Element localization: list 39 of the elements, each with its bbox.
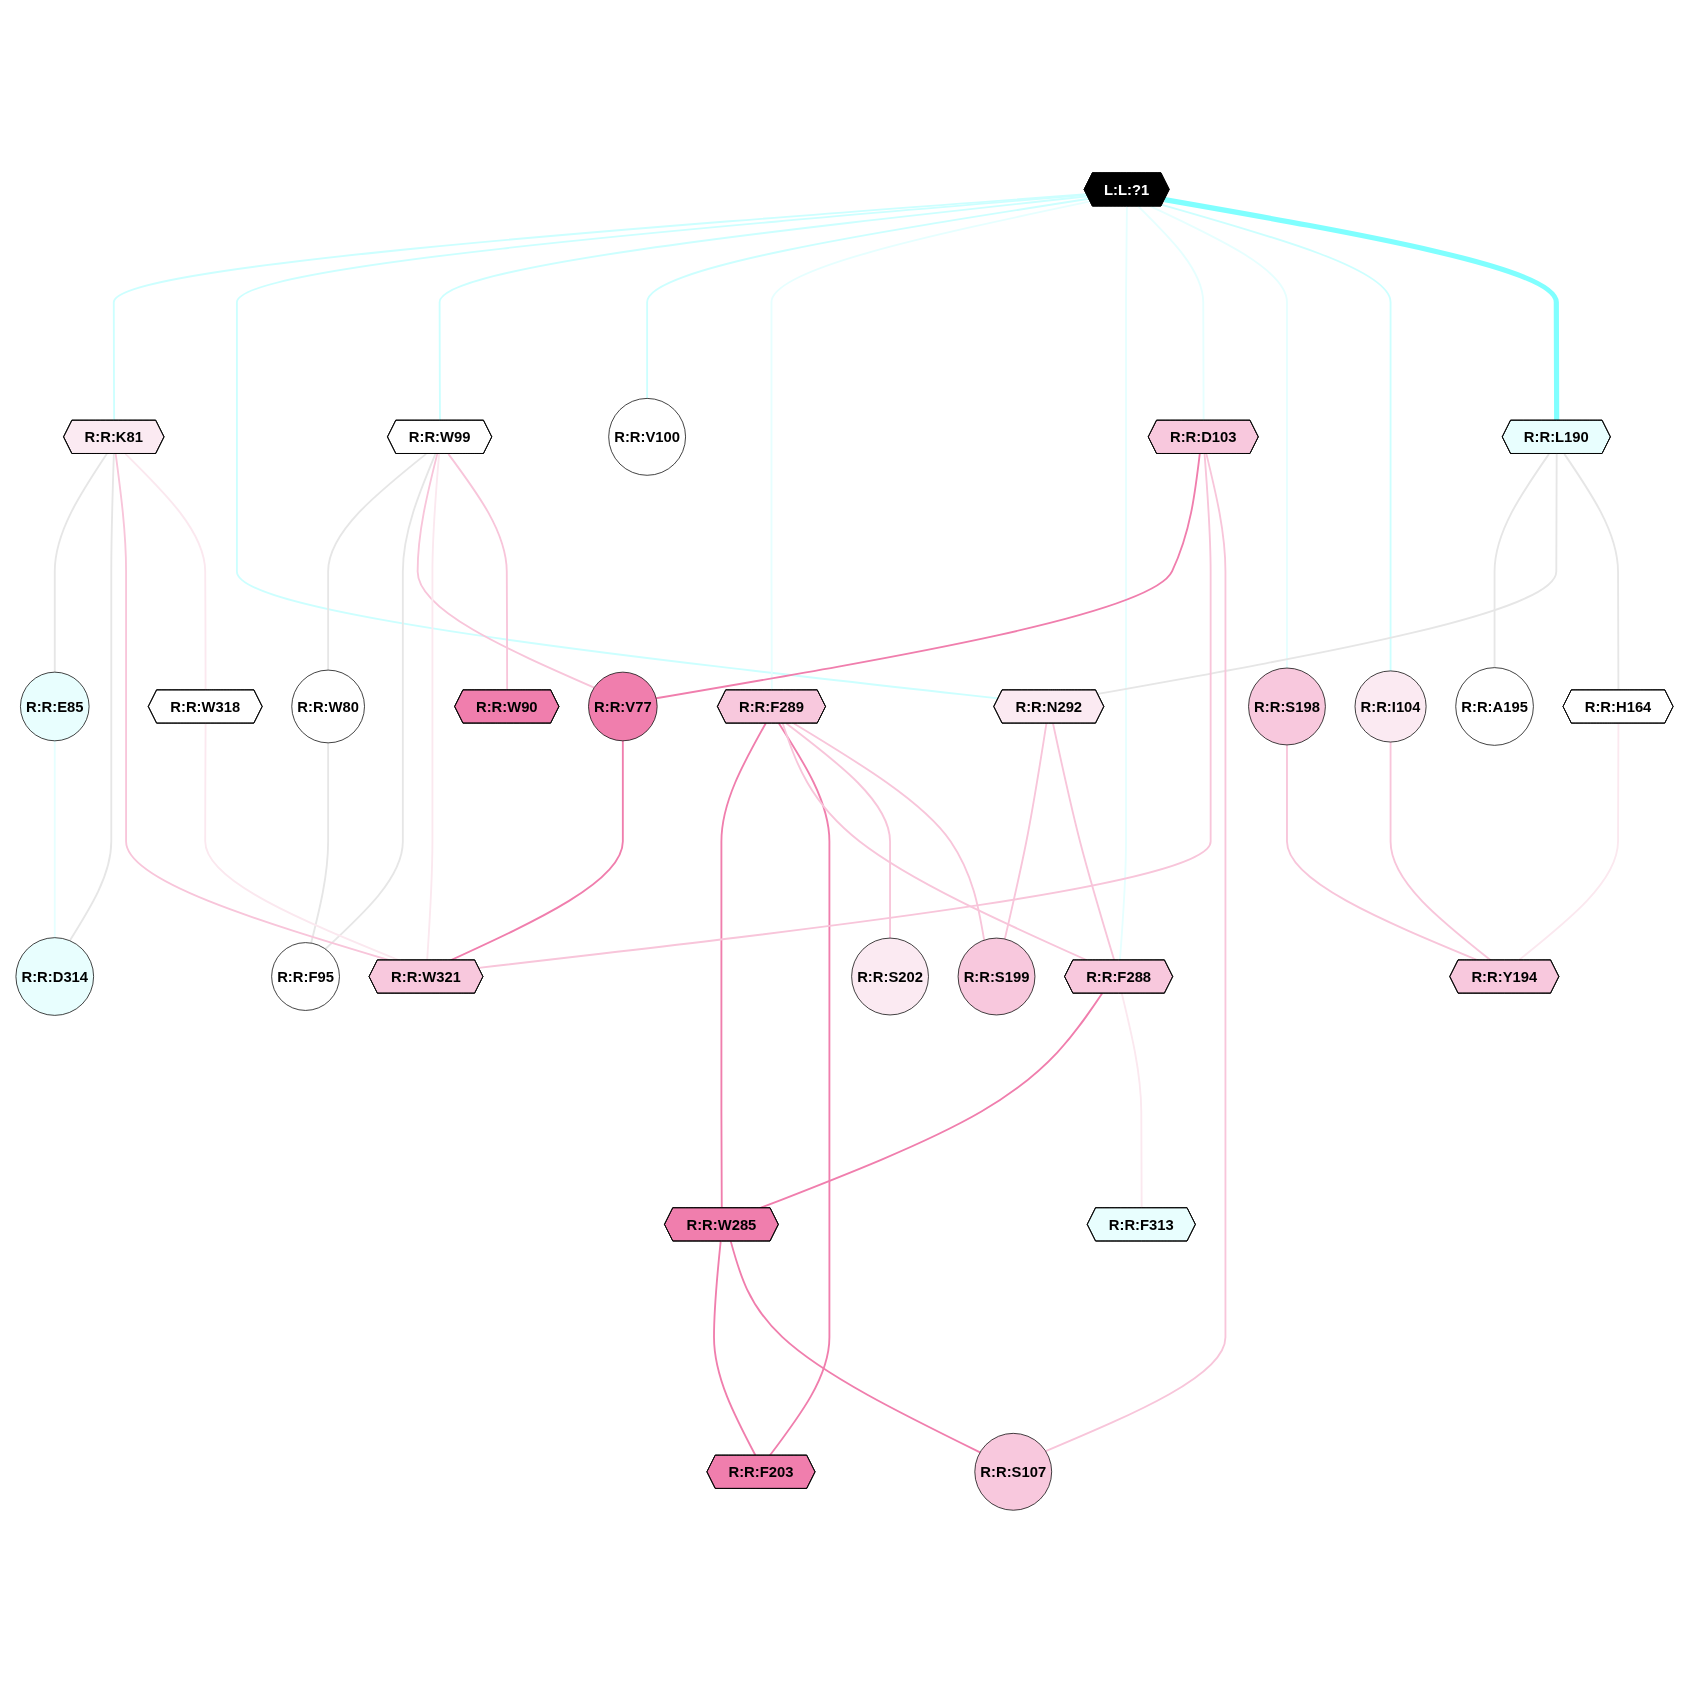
node-circle: R:R:I104 — [1354, 670, 1427, 743]
connector — [327, 452, 428, 672]
connector — [793, 722, 986, 942]
node-circle: R:R:W80 — [291, 669, 365, 744]
connector — [655, 452, 1201, 700]
connector — [1149, 205, 1288, 669]
connector — [1003, 722, 1048, 940]
connector — [68, 452, 115, 942]
node-circle: R:R:E85 — [20, 671, 90, 742]
connector — [729, 1240, 981, 1454]
connector — [53, 452, 108, 674]
node-circle: R:R:V100 — [608, 398, 686, 476]
connector — [1044, 452, 1227, 1453]
connector — [1164, 197, 1560, 421]
connector — [785, 722, 891, 939]
connector — [713, 1240, 757, 1457]
connector — [310, 741, 330, 944]
node-circle: R:R:S202 — [851, 937, 929, 1016]
node-circle: R:R:F95 — [271, 942, 340, 1011]
connector — [720, 722, 767, 1209]
connector — [768, 722, 831, 1457]
connector — [438, 195, 1089, 422]
node-circle: R:R:V77 — [588, 671, 658, 742]
node-circle: R:R:S107 — [974, 1433, 1053, 1511]
node-circle: R:R:A195 — [1455, 667, 1534, 746]
connector — [1161, 203, 1392, 672]
connector — [235, 193, 1088, 700]
connector — [112, 193, 1088, 422]
connector — [1493, 452, 1550, 669]
node-circle: R:R:D314 — [15, 937, 94, 1016]
connector — [416, 452, 596, 689]
connector — [324, 452, 437, 950]
connector — [1120, 992, 1143, 1209]
connector — [1137, 205, 1205, 422]
connector — [477, 452, 1212, 969]
node-circle: R:R:S199 — [957, 937, 1036, 1016]
connector — [646, 197, 1090, 400]
node-circle: R:R:S198 — [1248, 667, 1326, 746]
connector — [1096, 452, 1558, 695]
